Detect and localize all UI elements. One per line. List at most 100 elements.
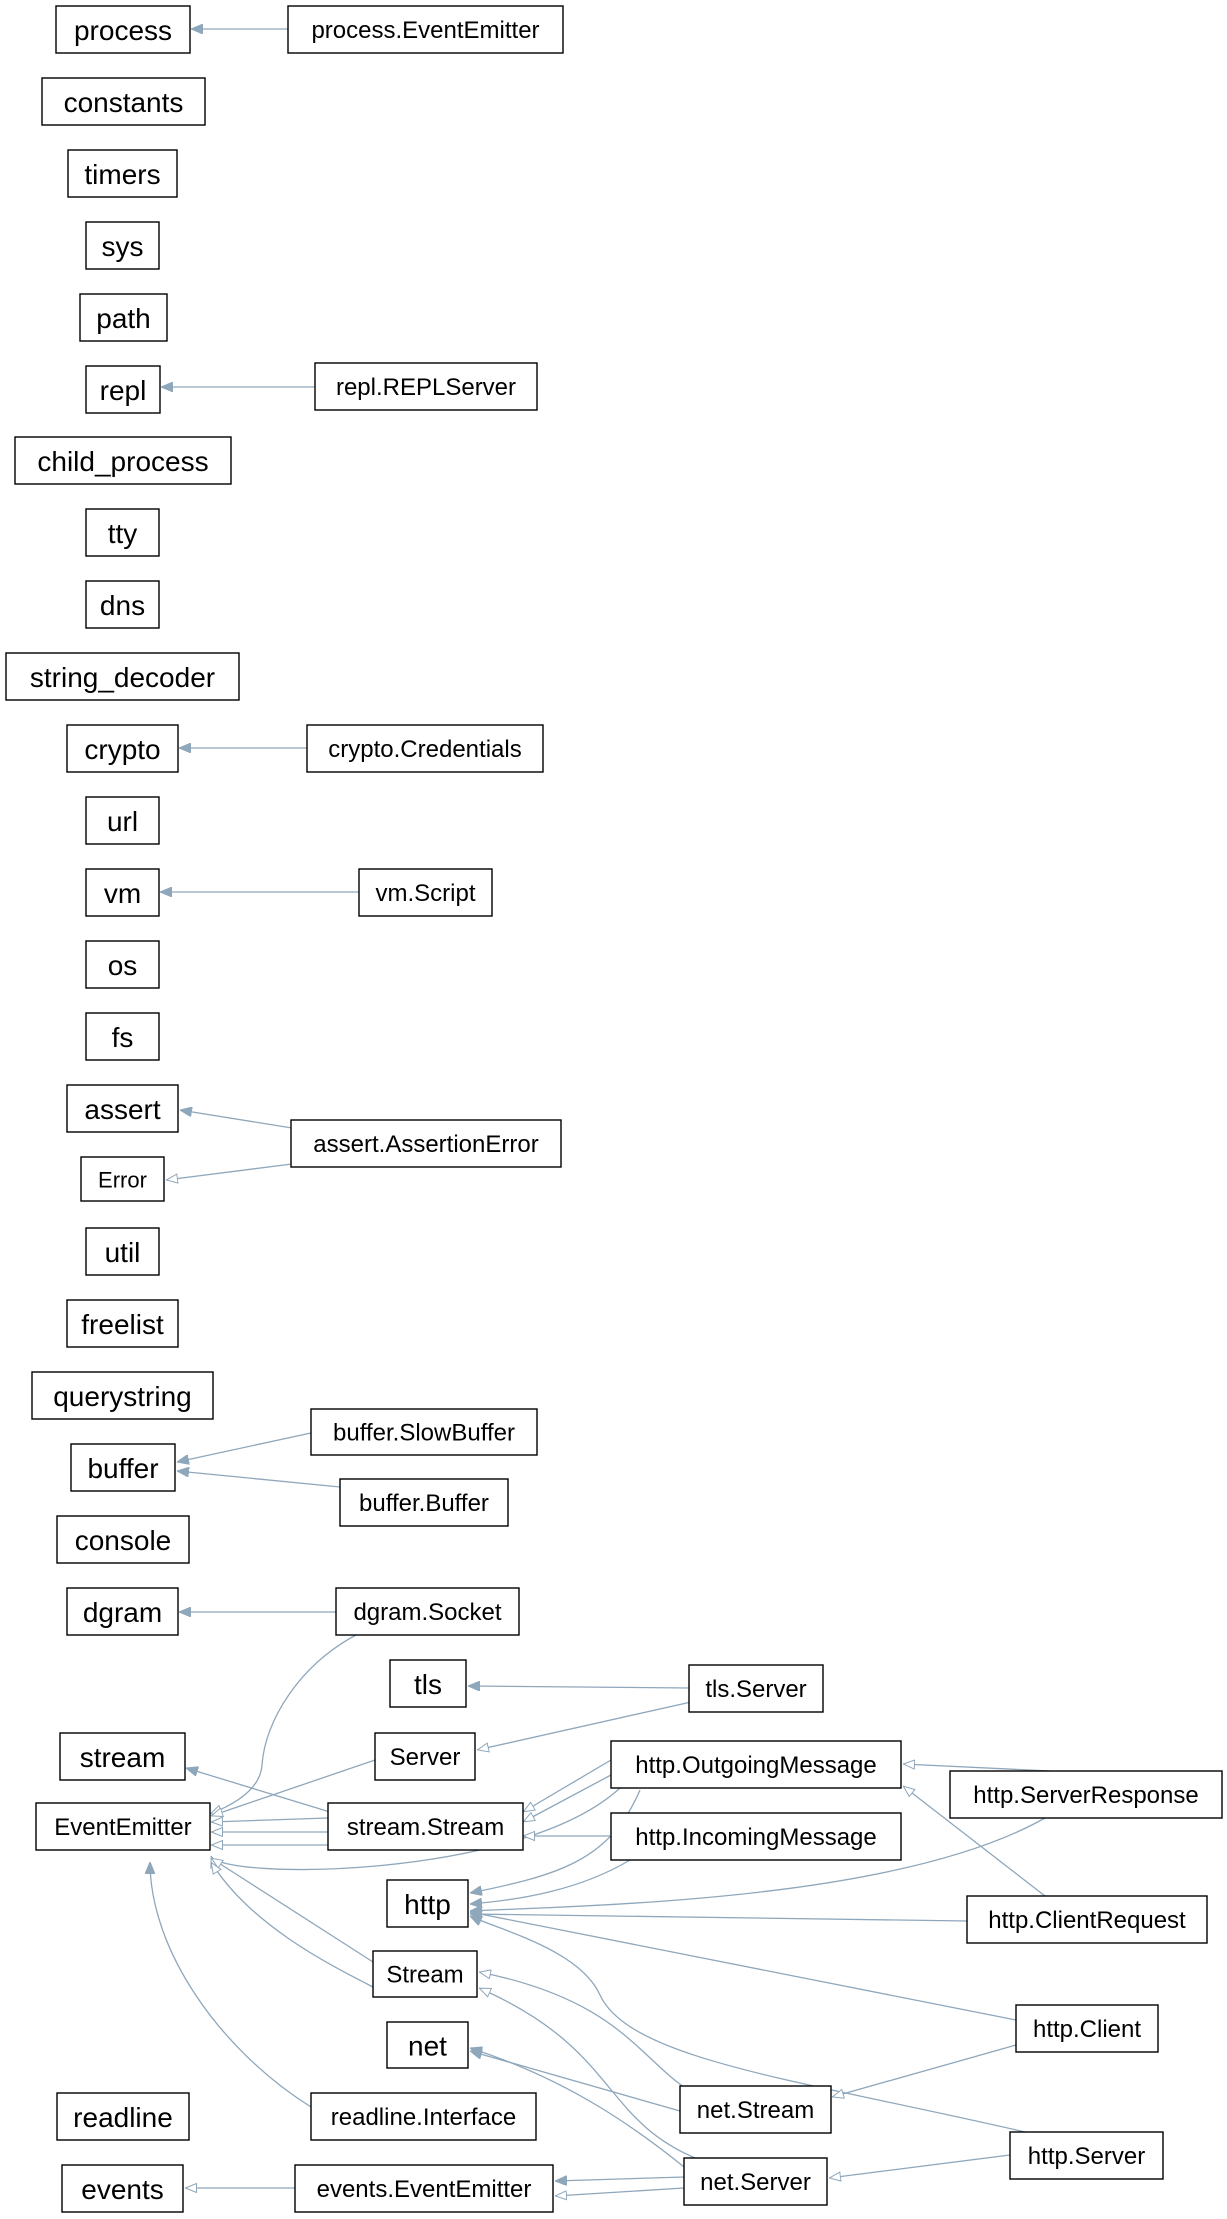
edge-net-server-to-events-ee [555, 2187, 685, 2196]
node-label: buffer.Buffer [359, 1490, 489, 1517]
node-label: EventEmitter [54, 1814, 191, 1841]
node-label: crypto [84, 734, 160, 765]
node-assert-err: assert.AssertionError [290, 1119, 562, 1168]
node-label: dgram [83, 1597, 162, 1628]
edge-layer [150, 29, 1051, 2196]
node-label: fs [112, 1022, 134, 1053]
edge-http-sres-to-http [470, 1817, 1046, 1911]
node-repl: repl [85, 365, 161, 414]
node-label: assert.AssertionError [313, 1131, 538, 1158]
edge-http-client-to-http [470, 1912, 1017, 2021]
node-crypto-cred: crypto.Credentials [306, 724, 544, 773]
node-box [85, 365, 161, 414]
node-process: process [55, 5, 191, 54]
node-label: Error [98, 1168, 147, 1193]
node-label: console [75, 1525, 172, 1556]
node-http-client: http.Client [1015, 2004, 1159, 2053]
node-box [59, 1732, 186, 1781]
node-http-creq: http.ClientRequest [966, 1895, 1208, 1944]
node-label: repl [100, 375, 147, 406]
node-box [314, 362, 538, 411]
edge-readline-iface-to-readline [150, 1862, 312, 2108]
edge-events-ee-to-events [555, 2177, 685, 2181]
node-label: dns [100, 590, 145, 621]
node-label: sys [102, 231, 144, 262]
node-label: buffer [87, 1453, 158, 1484]
node-box [14, 436, 232, 485]
edge-http-client-to-net-stream [832, 2044, 1017, 2097]
node-label: net.Stream [697, 2097, 814, 2124]
node-label: constants [64, 87, 184, 118]
node-box [358, 868, 493, 917]
edge-http-server-to-http [470, 1915, 1026, 2133]
edge-tls-server-to-tls [468, 1686, 690, 1688]
node-vm: vm [85, 868, 160, 917]
node-tls: tls [389, 1659, 467, 1708]
edge-server-to-event-emitter [211, 1759, 376, 1816]
edge-http-out-to-stream-stream [523, 1774, 612, 1823]
node-box [35, 1802, 211, 1851]
node-sys: sys [85, 221, 160, 270]
node-net: net [386, 2021, 469, 2069]
node-buffer-buffer: buffer.Buffer [339, 1478, 509, 1527]
node-label: stream.Stream [347, 1814, 504, 1841]
node-label: process [74, 15, 172, 46]
edge-http-out-to-event-emitter [210, 1787, 621, 1871]
node-box [85, 868, 160, 917]
node-http-out: http.OutgoingMessage [610, 1740, 902, 1789]
node-box [310, 1408, 538, 1456]
node-box [306, 724, 544, 773]
edge-assert-err-to-error [166, 1163, 293, 1180]
edge-net-stream-to-stream-cls [479, 1972, 691, 2092]
node-string-decoder: string_decoder [5, 652, 240, 701]
node-box [683, 2157, 828, 2206]
node-box [5, 652, 240, 701]
node-box [386, 2021, 469, 2069]
node-box [335, 1587, 520, 1636]
node-label: os [108, 950, 138, 981]
node-label: dgram.Socket [353, 1599, 501, 1626]
node-label: http.ClientRequest [988, 1907, 1186, 1934]
edge-net-server-to-stream-cls [479, 1987, 701, 2161]
node-box [610, 1740, 902, 1789]
node-stream-cls: Stream [372, 1950, 478, 1998]
node-fs: fs [85, 1012, 160, 1061]
node-label: url [107, 806, 138, 837]
node-label: tty [108, 518, 138, 549]
node-label: stream [80, 1742, 166, 1773]
node-box [85, 1227, 160, 1276]
edge-net-server-to-net [470, 2048, 701, 2181]
node-box [56, 2092, 190, 2141]
node-label: tls.Server [705, 1676, 806, 1703]
node-label: tls [414, 1669, 442, 1700]
node-label: events.EventEmitter [317, 2176, 532, 2203]
node-label: http.Client [1033, 2016, 1141, 2043]
node-box [67, 149, 178, 198]
node-label: http.ServerResponse [973, 1782, 1198, 1809]
node-timers: timers [67, 149, 178, 198]
node-box [85, 508, 160, 557]
node-label: process.EventEmitter [311, 17, 539, 44]
node-box [386, 1879, 469, 1928]
node-http-server: http.Server [1009, 2131, 1164, 2180]
edge-assert-err-to-assert [180, 1110, 293, 1129]
node-box [80, 1156, 165, 1202]
node-dns: dns [85, 580, 160, 629]
edge-tls-server-to-server [477, 1699, 701, 1750]
node-assert: assert [66, 1084, 179, 1133]
node-box [374, 1732, 476, 1781]
node-stream: stream [59, 1732, 186, 1781]
node-tls-server: tls.Server [688, 1664, 824, 1713]
node-path: path [79, 293, 168, 342]
node-label: http.IncomingMessage [635, 1824, 876, 1851]
node-os: os [85, 940, 160, 989]
edge-http-creq-to-http [470, 1914, 968, 1922]
node-box [372, 1950, 478, 1998]
node-box [66, 1587, 179, 1636]
node-error: Error [80, 1156, 165, 1202]
node-box [31, 1371, 214, 1420]
node-label: net.Server [700, 2169, 811, 2196]
node-net-server: net.Server [683, 2157, 828, 2206]
node-label: net [408, 2031, 447, 2062]
node-label: readline [73, 2102, 173, 2133]
